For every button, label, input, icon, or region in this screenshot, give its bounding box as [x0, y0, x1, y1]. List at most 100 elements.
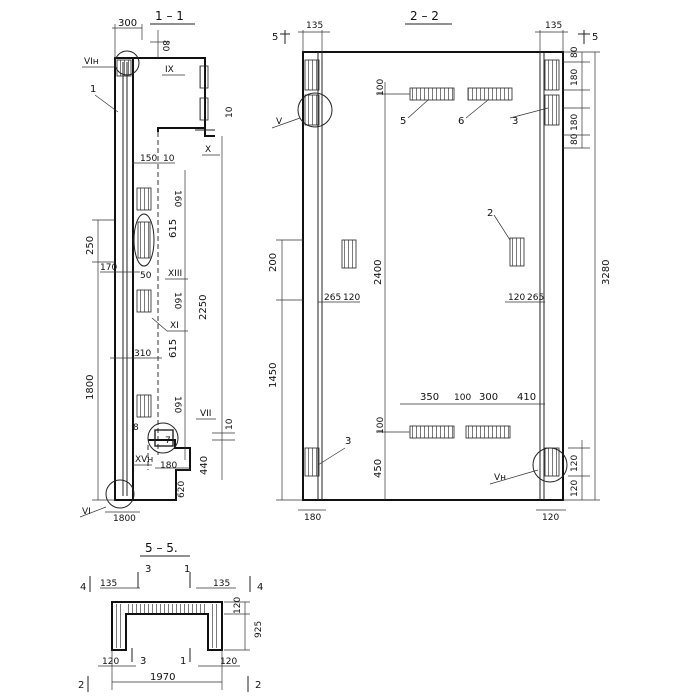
section-mark: 3	[140, 656, 146, 667]
section-mark: 2	[78, 680, 84, 691]
dim-label: 180	[570, 69, 580, 86]
dim-label: 120	[542, 513, 559, 523]
section-mark: 5	[592, 32, 598, 43]
dim-label: 300	[479, 392, 498, 403]
position-mark: 7	[165, 436, 171, 446]
dim-label: 120	[343, 293, 360, 303]
embedded-plate-1	[136, 187, 152, 211]
position-mark: 3	[345, 436, 351, 447]
view-5-5-title: 5 – 5.	[145, 541, 178, 555]
dim-label: 135	[545, 21, 562, 31]
dim-label: 10	[163, 154, 175, 164]
dim-label: 120	[570, 480, 580, 497]
dim-label: 80	[570, 133, 580, 145]
dim-label: 160	[172, 190, 182, 207]
section-mark: 5	[272, 32, 278, 43]
dim-label: 160	[172, 396, 182, 413]
dim-label: 120	[102, 657, 119, 667]
section-5-5-profile	[111, 601, 223, 651]
panel-2-2-outline	[302, 51, 564, 501]
dim-label: 200	[268, 253, 279, 272]
callout-label: Vн	[494, 473, 506, 483]
callout-label: VIн	[84, 57, 99, 67]
dim-label: 160	[172, 292, 182, 309]
dim-label: 180	[304, 513, 321, 523]
position-mark: 8	[133, 423, 139, 433]
dim-label: 265	[324, 293, 341, 303]
dim-label: 615	[168, 339, 179, 358]
dim-label: 10	[225, 106, 235, 118]
section-mark: 3	[145, 564, 151, 575]
callout-label: V	[276, 117, 283, 127]
view-2-2-title: 2 – 2	[410, 9, 439, 23]
section-1-1-wall	[114, 57, 134, 501]
dim-label: 2400	[373, 260, 384, 285]
callout-label: XVн	[135, 455, 153, 465]
view-2-2: 2 – 2 135 135 5	[268, 9, 612, 523]
callout-circle-vi	[105, 479, 135, 509]
position-mark: 3	[512, 116, 518, 127]
dim-label: 120	[233, 597, 243, 614]
dim-label: 250	[85, 236, 96, 255]
section-mark: 4	[80, 582, 86, 593]
dim-label: 265	[527, 293, 544, 303]
dim-label: 1450	[268, 363, 279, 388]
dim-label: 50	[140, 271, 152, 281]
callout-label: VII	[200, 409, 211, 419]
position-mark: 1	[90, 84, 96, 95]
callout-label: X	[205, 145, 211, 155]
callout-label: VI	[82, 507, 91, 517]
callout-circle-xiii	[133, 213, 155, 267]
callout-circle-vh	[532, 447, 568, 483]
view-1-1: 1 – 1 300 80	[79, 9, 235, 524]
dim-label: 1800	[113, 514, 136, 524]
dim-label: 135	[213, 579, 230, 589]
view-5-5: 5 – 5. 135 135 4 4 3 1 120 925 120 120	[78, 541, 264, 692]
embedded-plate-2	[509, 237, 525, 267]
position-mark: 5	[400, 116, 406, 127]
section-mark: 1	[180, 656, 186, 667]
dim-label: 80	[570, 46, 580, 58]
callout-circle-vih	[114, 50, 140, 76]
position-mark: 2	[487, 208, 493, 219]
dim-label: 3280	[601, 260, 612, 285]
dim-label: 1970	[150, 672, 175, 683]
dim-label: 440	[199, 456, 210, 475]
dim-label: 615	[168, 219, 179, 238]
dim-label: 120	[570, 455, 580, 472]
dim-label: 135	[306, 21, 323, 31]
dim-label: 135	[100, 579, 117, 589]
dim-label: 150	[140, 154, 157, 164]
section-mark: 4	[257, 582, 263, 593]
dim-label: 120	[220, 657, 237, 667]
callout-circle-vii	[147, 422, 179, 454]
dim-label: 100	[376, 417, 386, 434]
embedded-plate-6	[467, 87, 513, 101]
dim-label: 1800	[85, 375, 96, 400]
dim-label: 170	[100, 263, 117, 273]
dim-label: 180	[570, 114, 580, 131]
dim-label: 300	[118, 18, 137, 29]
dim-label: 180	[160, 461, 177, 471]
section-mark: 1	[184, 564, 190, 575]
dim-label: 620	[177, 481, 187, 498]
callout-label: XIII	[168, 269, 182, 279]
dim-label: 80	[160, 40, 170, 52]
callout-label: IX	[165, 65, 174, 75]
dim-label: 100	[454, 393, 471, 403]
dim-label: 120	[508, 293, 525, 303]
callout-label: XI	[170, 321, 179, 331]
callout-circle-v	[297, 92, 333, 128]
embedded-plate-5	[409, 87, 455, 101]
section-mark: 2	[255, 680, 261, 691]
dim-label: 100	[376, 79, 386, 96]
dim-label: 925	[254, 621, 264, 638]
dim-label: 450	[373, 459, 384, 478]
dim-label: 310	[134, 349, 151, 359]
view-1-1-title: 1 – 1	[155, 9, 184, 23]
dim-label: 10	[225, 418, 235, 430]
dim-label: 410	[517, 392, 536, 403]
position-mark: 6	[458, 116, 464, 127]
dim-label: 2250	[198, 295, 209, 320]
